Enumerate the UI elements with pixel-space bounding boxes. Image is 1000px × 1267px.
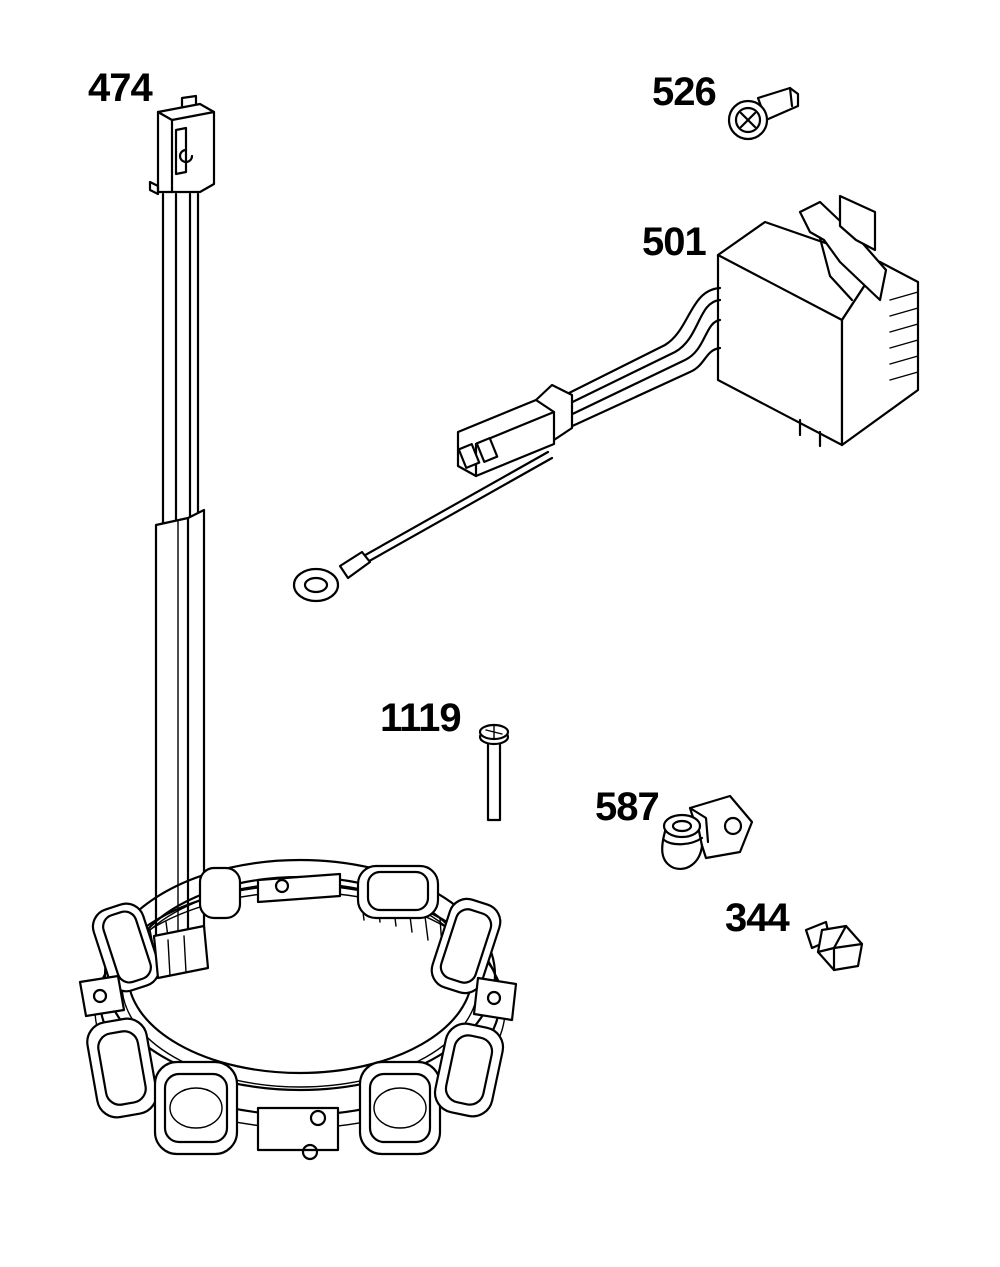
stator-mount-tabs [78, 872, 518, 1161]
regulator-501 [292, 194, 920, 603]
callout-344: 344 [725, 896, 790, 940]
callout-526: 526 [652, 70, 717, 114]
regulator-plug [456, 383, 574, 478]
harness-wires [161, 192, 200, 527]
screw-526 [727, 86, 800, 141]
stator-coils [86, 864, 505, 1156]
stator-harness-474 [78, 94, 518, 1161]
bolt-344 [804, 920, 864, 972]
callout-1119: 1119 [380, 696, 462, 740]
callout-474: 474 [88, 66, 153, 110]
ground-lead [292, 450, 554, 603]
screw-1119 [478, 723, 510, 822]
stator-ring [78, 858, 518, 1161]
harness-sleeve [154, 508, 206, 950]
harness-connector [148, 94, 216, 196]
callout-587: 587 [595, 785, 660, 829]
callout-501: 501 [642, 220, 707, 264]
regulator-wires [543, 286, 722, 430]
clamp-587 [661, 794, 754, 870]
